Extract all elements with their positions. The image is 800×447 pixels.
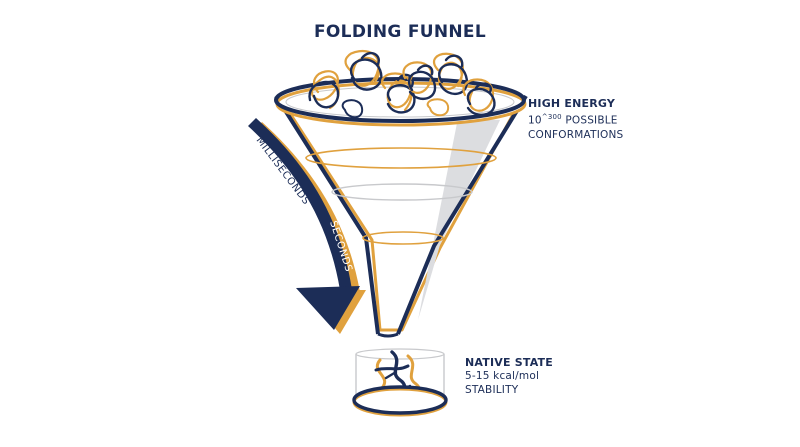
funnel-rim-inner	[285, 86, 515, 118]
count-base: 10	[528, 114, 542, 127]
native-state-heading: NATIVE STATE	[465, 356, 553, 369]
native-state-label: NATIVE STATE 5-15 kcal/mol STABILITY	[465, 356, 553, 397]
unfolded-conformations	[308, 49, 496, 119]
dish-top-edge	[355, 348, 445, 360]
funnel-ring-2	[331, 183, 473, 201]
tangle-1-gold	[311, 70, 340, 110]
tangle-8	[426, 98, 450, 117]
tangle-6-gold	[462, 78, 495, 112]
high-energy-heading: HIGH ENERGY	[528, 97, 616, 110]
funnel-ring-3	[362, 231, 444, 245]
tangle-2-gold	[344, 49, 381, 87]
native-state-dish	[352, 348, 448, 417]
diagram-title: FOLDING FUNNEL	[314, 22, 486, 42]
dish-base-inner	[362, 392, 438, 408]
high-energy-label: HIGH ENERGY 10^300 POSSIBLE CONFORMATION…	[528, 97, 623, 142]
stability-value: 5-15 kcal/mol	[465, 370, 540, 382]
tangle-1-navy	[308, 80, 340, 109]
tangle-6-navy	[466, 82, 496, 117]
count-exponent: ^300	[541, 113, 562, 121]
tangle-5-navy	[438, 54, 469, 95]
tangle-4-navy	[408, 64, 437, 101]
arrow-body	[248, 118, 352, 290]
arrow-gold-shadow	[256, 122, 360, 292]
funnel-rim-gold	[275, 81, 527, 127]
stability-text: STABILITY	[465, 384, 519, 396]
funnel-ring-1	[305, 147, 497, 169]
tangle-7	[341, 99, 364, 119]
arrow-head	[296, 286, 360, 330]
funnel-spout	[377, 332, 399, 338]
conformation-count: 10^300 POSSIBLE	[528, 110, 623, 128]
tangle-3-gold	[381, 72, 413, 112]
funnel-navy-outline	[274, 94, 528, 335]
tangle-2-navy	[349, 51, 383, 91]
conformations-text: CONFORMATIONS	[528, 128, 624, 141]
funnel-shadow	[418, 118, 500, 320]
funnel-gold-outline	[278, 97, 524, 332]
dish-base-navy	[352, 385, 448, 415]
dish-walls	[355, 354, 445, 396]
count-suffix: POSSIBLE	[561, 114, 618, 127]
